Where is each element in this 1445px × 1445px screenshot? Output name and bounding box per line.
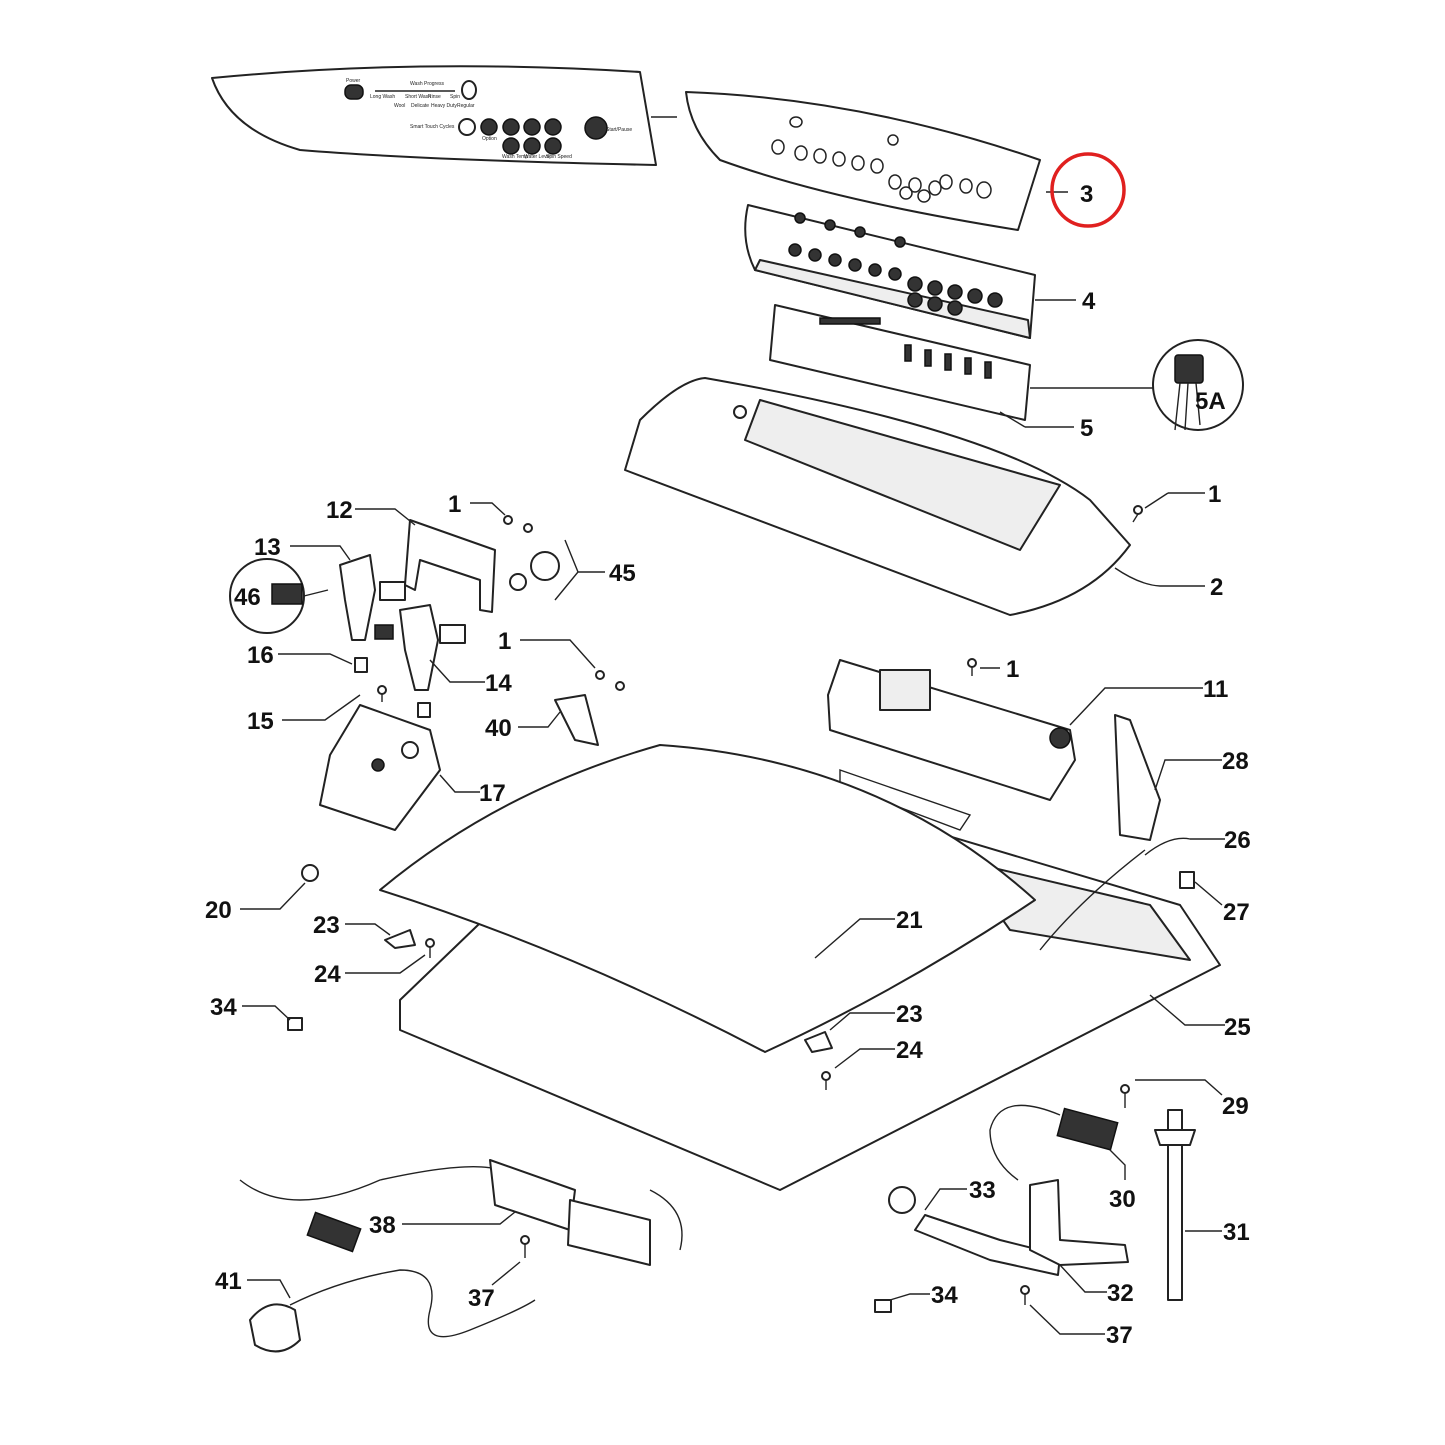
label-part-24: 24: [314, 961, 341, 988]
label-part-34: 34: [931, 1282, 958, 1309]
panel-text-delicate: Delicate: [411, 103, 429, 109]
label-part-24: 24: [896, 1037, 923, 1064]
label-part-16: 16: [247, 642, 274, 669]
panel-text-spin-speed: Spin Speed: [546, 154, 572, 160]
label-part-29: 29: [1222, 1093, 1249, 1120]
label-part-11: 11: [1203, 676, 1228, 703]
panel-text-heavy-duty: Heavy Duty: [431, 103, 457, 109]
label-part-26: 26: [1224, 827, 1251, 854]
part-13-inlet-valve: [339, 554, 406, 641]
screw-24a-icon: [425, 938, 435, 958]
label-part-15: 15: [247, 708, 274, 735]
label-part-1: 1: [498, 628, 511, 655]
panel-text-power: Power: [346, 78, 361, 84]
screw-37a-icon: [520, 1235, 530, 1258]
part-21-lid: [379, 744, 1036, 1053]
panel-text-short-wash: Short Wash: [405, 94, 431, 100]
label-part-13: 13: [254, 534, 281, 561]
label-part-34: 34: [210, 994, 237, 1021]
part-4-control-panel: [744, 204, 1036, 339]
part-41-power-cord: [249, 1269, 536, 1353]
part-number-labels: 3 4 5A 5 1 2 12 1 13 46 45 16 1 14 15 40…: [205, 181, 1251, 1349]
label-part-3: 3: [1080, 181, 1093, 208]
part-3-fascia-overlay: [685, 91, 1041, 231]
part-11-lid-lock-module: [827, 659, 1076, 801]
part-16-filter: [354, 657, 431, 718]
part-38-filter-assembly: [239, 1159, 683, 1266]
panel-text-wash-progress: Wash Progress: [410, 81, 444, 87]
part-5a-connector-detail: [1152, 339, 1244, 431]
panel-text-option: Option: [482, 136, 497, 142]
label-part-28: 28: [1222, 748, 1249, 775]
part-46-connector-detail: [229, 558, 305, 634]
part-20-knob: [301, 864, 319, 882]
label-part-4: 4: [1082, 288, 1096, 315]
label-part-37: 37: [468, 1285, 495, 1312]
panel-text-long-wash: Long Wash: [370, 94, 395, 100]
panel-text-spin: Spin: [450, 94, 460, 100]
label-part-30: 30: [1109, 1186, 1136, 1213]
label-part-38: 38: [369, 1212, 396, 1239]
part-28-bracket: [1114, 714, 1161, 841]
label-part-1: 1: [1006, 656, 1019, 683]
label-part-14: 14: [485, 670, 512, 697]
part-17-dispenser: [319, 704, 441, 831]
label-part-23: 23: [896, 1001, 923, 1028]
label-part-46: 46: [234, 584, 261, 611]
label-part-17: 17: [479, 780, 506, 807]
part-5-control-board: [769, 304, 1031, 421]
part-32-drain-pump: [1029, 1179, 1129, 1266]
label-part-31: 31: [1223, 1219, 1250, 1246]
label-part-23: 23: [313, 912, 340, 939]
label-part-40: 40: [485, 715, 512, 742]
screws-group-1b: [503, 515, 533, 533]
label-part-21: 21: [896, 907, 923, 934]
panel-text-wool: Wool: [394, 103, 405, 109]
panel-text-smart-touch: Smart Touch Cycles: [410, 124, 455, 130]
part-40-lid-switch-bracket: [554, 694, 599, 746]
part-34a-clip: [287, 1017, 303, 1031]
label-part-1: 1: [1208, 481, 1221, 508]
part-30-pressure-switch: [989, 1104, 1119, 1181]
screw-1d-icon: [967, 658, 977, 676]
label-part-1: 1: [448, 491, 461, 518]
part-12-valve-bracket: [404, 519, 496, 613]
highlight-circle-part-3: [1050, 152, 1126, 228]
label-part-45: 45: [609, 560, 636, 587]
part-27-clip: [1179, 871, 1195, 889]
part-23b-hinge-cap: [804, 1031, 833, 1053]
label-part-12: 12: [326, 497, 353, 524]
part-34b-clip: [874, 1299, 892, 1313]
panel-text-regular: Regular: [457, 103, 475, 109]
screw-24b-icon: [821, 1071, 831, 1090]
part-33-hose: [888, 1186, 1061, 1276]
part-2-console-housing: [624, 377, 1131, 616]
panel-text-wash-temp: Wash Temp: [502, 154, 528, 160]
panel-text-rinse: Rinse: [428, 94, 441, 100]
screw-icon: [1132, 505, 1143, 523]
label-part-27: 27: [1223, 899, 1250, 926]
screw-37b-icon: [1020, 1285, 1030, 1305]
fascia-overlay-left: Power Wash Progress Long Wash Short Wash…: [211, 65, 657, 166]
part-14-inlet-valve: [374, 604, 466, 691]
label-part-20: 20: [205, 897, 232, 924]
screw-29-icon: [1120, 1084, 1130, 1108]
label-part-5a: 5A: [1195, 388, 1226, 415]
panel-text-water-level: Water Level: [524, 154, 551, 160]
label-part-41: 41: [215, 1268, 242, 1295]
label-part-5: 5: [1080, 415, 1093, 442]
label-part-2: 2: [1210, 574, 1223, 601]
screw-15-icon: [377, 685, 387, 702]
label-part-25: 25: [1224, 1014, 1251, 1041]
panel-text-start-pause: Start/Pause: [606, 127, 632, 133]
label-part-37: 37: [1106, 1322, 1133, 1349]
part-23a-hinge-cap: [384, 929, 416, 949]
label-part-33: 33: [969, 1177, 996, 1204]
part-45-nut-washer: [509, 551, 560, 591]
part-31-rod: [1154, 1109, 1196, 1301]
label-part-32: 32: [1107, 1280, 1134, 1307]
screws-group-1c: [595, 670, 625, 691]
